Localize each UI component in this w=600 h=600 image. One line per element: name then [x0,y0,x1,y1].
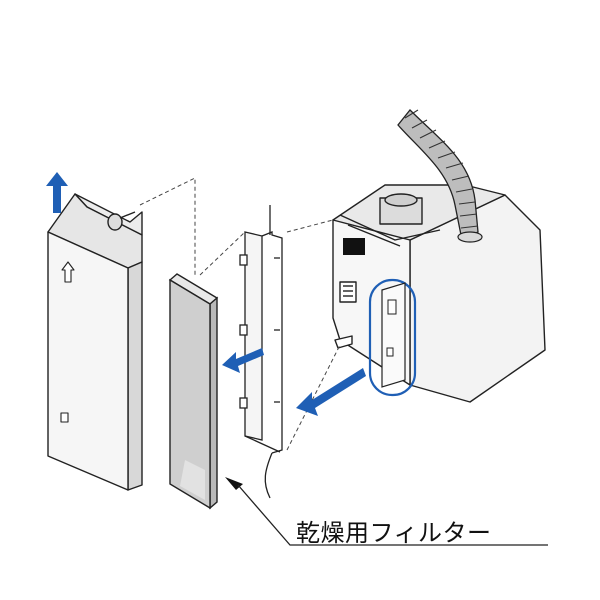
dryer-unit [332,184,546,403]
duct-hose [397,109,483,243]
left-arrow-icon [222,348,264,373]
filter-slot-highlight [368,278,417,397]
guide-lines [139,177,341,451]
up-arrow-icon [46,172,68,213]
pointer-arrow-icon [225,477,548,546]
drying-filter [168,273,219,510]
front-cover [47,193,143,491]
filter-label: 乾燥用フィルター [296,519,492,547]
filter-frame [239,205,283,499]
slot-arrow-icon [296,368,366,416]
